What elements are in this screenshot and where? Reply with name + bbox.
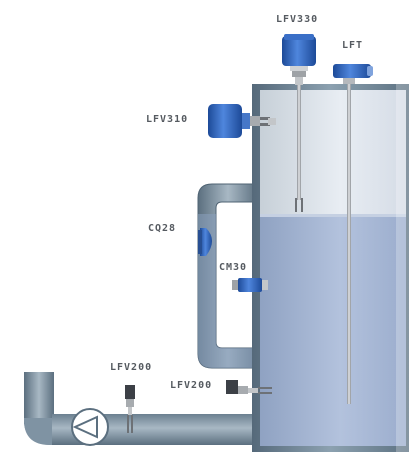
lfv330-sensor <box>282 34 316 212</box>
label-cq28: CQ28 <box>148 223 177 234</box>
bypass-chamber <box>197 183 259 369</box>
cm30-sensor <box>232 278 268 292</box>
label-cm30: CM30 <box>219 262 248 273</box>
lfv200-pipe-sensor <box>125 385 135 433</box>
cq28-sensor <box>198 228 212 256</box>
tank <box>252 84 418 452</box>
label-lft: LFT <box>342 40 364 51</box>
lfv200-tank-sensor <box>226 380 272 394</box>
pump-icon <box>71 408 109 446</box>
label-lfv310: LFV310 <box>146 114 189 125</box>
label-lfv200-tank: LFV200 <box>170 380 213 391</box>
label-lfv200-pipe: LFV200 <box>110 362 153 373</box>
lfv310-sensor <box>208 104 276 138</box>
label-lfv330: LFV330 <box>276 14 319 25</box>
lft-sensor <box>333 64 373 404</box>
